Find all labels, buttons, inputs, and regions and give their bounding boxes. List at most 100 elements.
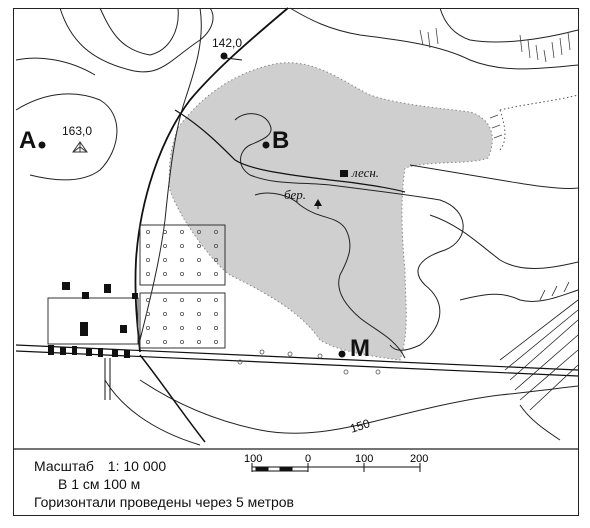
contour-line bbox=[289, 7, 579, 70]
road bbox=[104, 358, 111, 400]
building bbox=[80, 322, 88, 336]
forest-label: лесн. bbox=[352, 165, 380, 180]
orchard-tree bbox=[179, 311, 184, 316]
scale-tick-0: 0 bbox=[305, 453, 312, 465]
orchard-tree bbox=[145, 297, 150, 302]
scale-tick-200: 200 bbox=[410, 453, 429, 465]
point-a-label: A bbox=[19, 127, 37, 154]
orchard-north bbox=[139, 224, 226, 286]
building bbox=[120, 325, 127, 333]
scale-ratio: 1: 10 000 bbox=[107, 458, 167, 474]
orchard-south bbox=[139, 292, 226, 349]
orchard-tree bbox=[213, 297, 218, 302]
orchard-tree bbox=[145, 243, 150, 248]
contour-line bbox=[234, 113, 464, 351]
point-m-label: M bbox=[350, 335, 370, 362]
contour-line bbox=[439, 7, 579, 43]
orchard-tree bbox=[145, 339, 150, 344]
orchard-tree bbox=[196, 311, 201, 316]
orchard-tree bbox=[145, 311, 150, 316]
orchard-tree bbox=[179, 325, 184, 330]
orchard-tree bbox=[145, 229, 150, 234]
orchard-tree bbox=[196, 297, 201, 302]
point-b-label: B bbox=[272, 127, 290, 154]
contour-line bbox=[519, 404, 561, 441]
orchard-tree bbox=[179, 271, 184, 276]
building bbox=[60, 347, 66, 355]
orchard-tree bbox=[145, 271, 150, 276]
orchard-tree bbox=[213, 271, 218, 276]
orchard-tree bbox=[145, 325, 150, 330]
elevation-label-left: 163,0 bbox=[62, 124, 93, 138]
road bbox=[15, 344, 579, 371]
scale-title-text: Масштаб bbox=[34, 458, 94, 474]
orchard-tree bbox=[162, 311, 167, 316]
orchard-tree bbox=[145, 257, 150, 262]
scale-bar bbox=[251, 463, 421, 472]
contour-line bbox=[99, 7, 179, 56]
contour-line bbox=[15, 57, 96, 76]
orchard-tree bbox=[179, 229, 184, 234]
building bbox=[104, 284, 111, 293]
orchard-tree bbox=[213, 257, 218, 262]
contour-line bbox=[409, 164, 579, 189]
road bbox=[139, 354, 206, 443]
forest-area bbox=[168, 62, 493, 361]
building bbox=[48, 345, 54, 355]
orchard-tree bbox=[162, 271, 167, 276]
orchard-tree bbox=[162, 339, 167, 344]
point-m-marker bbox=[338, 350, 346, 358]
ravine-hatching bbox=[499, 281, 579, 411]
scale-title: Масштаб 1: 10 000 bbox=[34, 458, 166, 474]
orchard-tree bbox=[179, 243, 184, 248]
ravine-hatching bbox=[419, 27, 571, 139]
building bbox=[86, 348, 92, 356]
road bbox=[134, 7, 289, 353]
contour-line bbox=[139, 379, 579, 434]
orchard-tree bbox=[213, 339, 218, 344]
birch-label: бер. bbox=[284, 187, 307, 202]
orchard-tree bbox=[196, 257, 201, 262]
building bbox=[124, 350, 130, 358]
orchard-tree bbox=[196, 243, 201, 248]
orchard-tree bbox=[213, 243, 218, 248]
contour-line bbox=[15, 93, 118, 181]
scale-tick-100-left: 100 bbox=[244, 453, 263, 465]
elevation-label-top: 142,0 bbox=[212, 36, 243, 50]
point-a-marker bbox=[38, 141, 46, 149]
point-b-marker bbox=[262, 141, 270, 149]
orchard-tree bbox=[196, 271, 201, 276]
orchard-tree bbox=[162, 257, 167, 262]
road bbox=[15, 350, 579, 377]
contour-line bbox=[429, 214, 579, 269]
orchard-tree bbox=[179, 297, 184, 302]
contour-note: Горизонтали проведены через 5 метров bbox=[34, 494, 294, 510]
building bbox=[98, 348, 103, 357]
scale-cm: В 1 см 100 м bbox=[58, 476, 141, 492]
village-block bbox=[47, 297, 139, 345]
height-142-marker bbox=[220, 52, 228, 60]
building bbox=[132, 293, 138, 299]
orchard-tree bbox=[213, 311, 218, 316]
orchard-tree bbox=[179, 257, 184, 262]
contour-line bbox=[59, 7, 214, 73]
building bbox=[72, 346, 77, 355]
forester-hut bbox=[340, 170, 348, 177]
ravine-boundary bbox=[499, 94, 579, 151]
building bbox=[62, 282, 70, 290]
contour-line bbox=[139, 7, 202, 341]
triangulation-icon bbox=[72, 141, 88, 153]
contour-line bbox=[254, 192, 406, 359]
orchard-tree bbox=[162, 297, 167, 302]
orchard-tree bbox=[213, 229, 218, 234]
birch-icon bbox=[314, 199, 322, 209]
orchard-tree bbox=[213, 325, 218, 330]
contour-line bbox=[459, 289, 579, 302]
building bbox=[82, 292, 89, 299]
orchard-tree bbox=[162, 325, 167, 330]
orchard-tree bbox=[162, 243, 167, 248]
orchard-tree bbox=[162, 229, 167, 234]
scale-tick-100: 100 bbox=[355, 453, 374, 465]
building bbox=[112, 349, 118, 357]
